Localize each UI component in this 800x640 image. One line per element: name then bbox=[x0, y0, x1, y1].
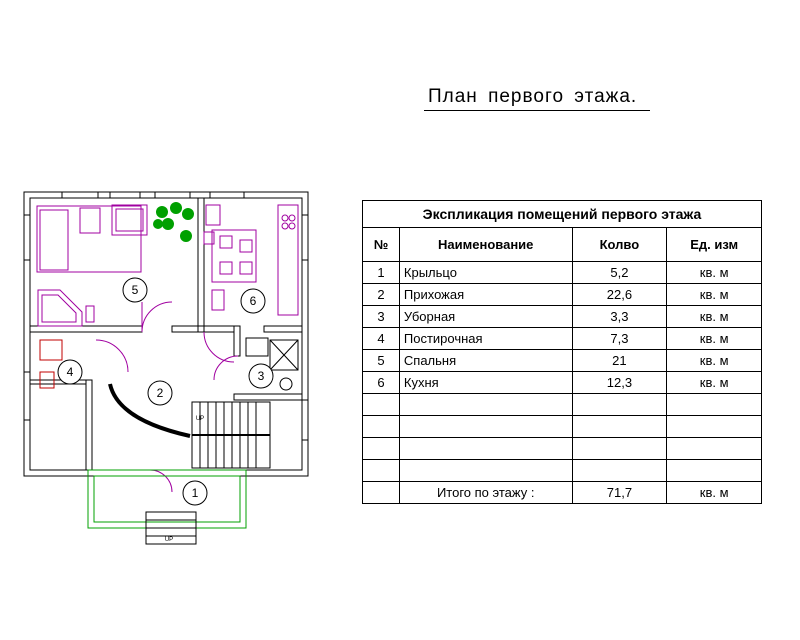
plants bbox=[153, 202, 194, 242]
table-row: 3 Уборная 3,3 кв. м bbox=[362, 305, 762, 328]
table-empty-row bbox=[362, 437, 762, 460]
table-row: 6 Кухня 12,3 кв. м bbox=[362, 371, 762, 394]
total-quantity: 71,7 bbox=[571, 481, 668, 504]
table-row: 5 Спальня 21 кв. м bbox=[362, 349, 762, 372]
laundry-fixtures bbox=[39, 339, 63, 389]
header-name: Наименование bbox=[398, 227, 573, 262]
room-label-6: 6 bbox=[250, 294, 257, 308]
table-row: 1 Крыльцо 5,2 кв. м bbox=[362, 261, 762, 284]
total-unit: кв. м bbox=[666, 481, 762, 504]
header-quantity: Колво bbox=[571, 227, 668, 262]
table-empty-row bbox=[362, 415, 762, 438]
window-marks bbox=[24, 192, 308, 441]
room-explication-table: Экспликация помещений первого этажа № На… bbox=[362, 200, 762, 504]
porch-stair-label-up: UP bbox=[165, 537, 173, 543]
porch-steps bbox=[145, 511, 197, 545]
outer-walls bbox=[23, 191, 309, 477]
table-row: 4 Постирочная 7,3 кв. м bbox=[362, 327, 762, 350]
table-empty-row bbox=[362, 393, 762, 416]
table-total-row: Итого по этажу : 71,7 кв. м bbox=[362, 481, 762, 504]
title-underline bbox=[424, 110, 650, 111]
bedroom-furniture bbox=[36, 204, 148, 327]
page-title: План первого этажа. bbox=[428, 86, 638, 107]
room-label-1: 1 bbox=[192, 486, 199, 500]
kitchen-furniture bbox=[203, 204, 299, 316]
interior-walls bbox=[29, 197, 303, 471]
room-markers bbox=[57, 277, 274, 506]
room-label-3: 3 bbox=[258, 369, 265, 383]
curved-partition bbox=[108, 383, 191, 438]
stairs bbox=[191, 401, 271, 469]
header-unit: Ед. изм bbox=[666, 227, 762, 262]
room-label-2: 2 bbox=[157, 386, 164, 400]
room-label-4: 4 bbox=[67, 365, 74, 379]
header-number: № bbox=[362, 227, 400, 262]
table-caption: Экспликация помещений первого этажа bbox=[362, 200, 762, 228]
bathroom-fixtures bbox=[245, 337, 299, 391]
total-label: Итого по этажу : bbox=[398, 481, 573, 504]
table-row: 2 Прихожая 22,6 кв. м bbox=[362, 283, 762, 306]
stair-label-up: UP bbox=[196, 416, 204, 422]
room-label-5: 5 bbox=[132, 283, 139, 297]
table-empty-row bbox=[362, 459, 762, 482]
